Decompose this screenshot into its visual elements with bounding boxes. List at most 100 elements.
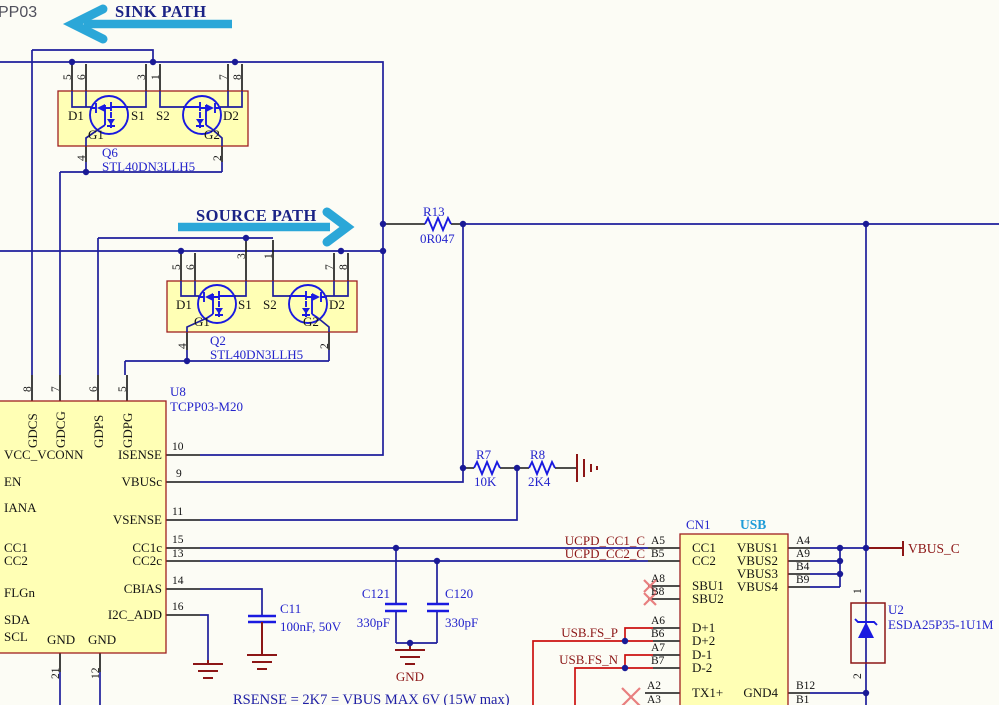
pin-stubs — [31, 64, 810, 694]
u8-vbusc-label: VBUSc — [122, 474, 163, 489]
u8-pin5-number: 5 — [117, 386, 129, 392]
q6-pin3-number: 3 — [136, 74, 148, 80]
u8-refdes: U8 — [170, 384, 186, 399]
q6-pin7-number: 7 — [218, 74, 230, 80]
c121-refdes: C121 — [362, 586, 390, 601]
q6-g1-label: G1 — [88, 127, 104, 142]
cn1-b4-number: B4 — [796, 561, 810, 573]
q2-pin8-number: 8 — [338, 264, 350, 270]
cn1-a7-number: A7 — [651, 642, 665, 654]
resistor-r8[interactable]: R8 2K4 — [528, 447, 556, 489]
u8-pin7-number: 7 — [50, 386, 62, 392]
ground-symbol-r8[interactable] — [576, 454, 598, 482]
u8-isense-label: ISENSE — [118, 447, 162, 462]
cn1-usb-tag: USB — [740, 517, 766, 532]
u2-part: ESDA25P35-1U1M — [888, 617, 994, 632]
u8-pin12-number: 12 — [90, 667, 102, 679]
transistor-q2[interactable]: Q2 STL40DN3LLH5 D1 S1 S2 D2 G1 G2 5 6 3 … — [166, 253, 358, 362]
q2-pin2-number: 2 — [319, 343, 331, 349]
q6-pin1-number: 1 — [150, 74, 162, 80]
q6-refdes: Q6 — [102, 145, 118, 160]
sink-arrow-head-icon — [62, 4, 108, 44]
ground-symbol-i2c[interactable] — [193, 660, 223, 679]
u8-pin11-number: 11 — [172, 506, 183, 518]
cn1-dm2-label: D-2 — [692, 660, 712, 675]
q2-pin4-number: 4 — [177, 343, 189, 349]
source-path-label: SOURCE PATH — [196, 206, 317, 225]
q6-pin8-number: 8 — [232, 74, 244, 80]
diode-u2[interactable]: U2 ESDA25P35-1U1M 1 2 — [850, 588, 994, 679]
cn1-body[interactable] — [679, 533, 789, 705]
resistor-r7[interactable]: R7 10K — [473, 447, 501, 489]
q2-d1-label: D1 — [176, 297, 192, 312]
u8-gdcs-label: GDCS — [25, 413, 40, 448]
u8-pin15-number: 15 — [172, 534, 184, 546]
q6-part: STL40DN3LLH5 — [102, 159, 195, 174]
ic-u8[interactable]: U8 TCPP03-M20 8 7 6 5 GDCS GDCG GDPS GDP… — [0, 384, 243, 679]
r8-value: 2K4 — [528, 474, 551, 489]
u2-body[interactable] — [850, 602, 886, 664]
ground-symbol-caps[interactable]: GND — [395, 643, 425, 684]
cn1-a2-number: A2 — [647, 680, 661, 692]
wire-net[interactable] — [0, 49, 999, 705]
cn1-b9-number: B9 — [796, 574, 810, 586]
net-label-ucpd-cc1[interactable]: UCPD_CC1_C — [565, 533, 645, 548]
r8-refdes: R8 — [530, 447, 545, 462]
q2-pin6-number: 6 — [185, 264, 197, 270]
port-vbus-c[interactable]: VBUS_C — [866, 541, 960, 556]
u8-iana-label: IANA — [4, 500, 37, 515]
net-label-ucpd-cc2[interactable]: UCPD_CC2_C — [565, 546, 645, 561]
cn1-b12-number: B12 — [796, 680, 815, 692]
u8-vcc-label: VCC_VCONN — [4, 447, 84, 462]
usb-data-wires[interactable] — [532, 627, 653, 705]
u8-scl-label: SCL — [4, 629, 28, 644]
q2-s1-label: S1 — [238, 297, 252, 312]
q2-pin5-number: 5 — [171, 264, 183, 270]
u8-pin8-number: 8 — [22, 386, 34, 392]
u8-gdpg-label: GDPG — [120, 413, 135, 448]
u8-pin9-number: 9 — [176, 468, 182, 480]
u8-gdcg-label: GDCG — [53, 411, 68, 448]
q2-pin1-number: 1 — [263, 253, 275, 259]
transistor-q6[interactable]: Q6 STL40DN3LLH5 D1 S1 S2 D2 G1 G2 5 6 3 … — [57, 74, 249, 174]
connector-cn1[interactable]: CN1 USB A5 B5 A8 B8 A6 B6 A7 B7 A2 A3 CC… — [647, 517, 815, 705]
u8-flgn-label: FLGn — [4, 585, 36, 600]
r7-value: 10K — [474, 474, 497, 489]
ground-symbol-c11[interactable] — [247, 622, 277, 670]
cn1-b1-number: B1 — [796, 694, 810, 705]
net-label-usb-fs-n[interactable]: USB.FS_N — [559, 652, 618, 667]
cn1-b6-number: B6 — [651, 628, 665, 640]
no-connect-x-icon — [621, 579, 657, 705]
r13-refdes: R13 — [423, 204, 445, 219]
cn1-refdes: CN1 — [686, 517, 711, 532]
u8-body[interactable] — [0, 400, 167, 654]
cn1-b7-number: B7 — [651, 655, 665, 667]
q6-s2-label: S2 — [156, 108, 170, 123]
junction-dots — [68, 58, 870, 697]
q6-pin2-number: 2 — [212, 155, 224, 161]
cn1-dp1-label: D+1 — [692, 620, 715, 635]
q2-part: STL40DN3LLH5 — [210, 347, 303, 362]
cn1-a3-number: A3 — [647, 694, 661, 705]
q2-g1-label: G1 — [194, 314, 210, 329]
net-label-usb-fs-p[interactable]: USB.FS_P — [561, 625, 618, 640]
u8-gdps-label: GDPS — [91, 415, 106, 448]
q6-g2-label: G2 — [204, 127, 220, 142]
gnd-net-label[interactable]: GND — [396, 669, 424, 684]
c11-value: 100nF, 50V — [280, 619, 342, 634]
cn1-cc1-label: CC1 — [692, 540, 716, 555]
corner-label: PP03 — [0, 4, 37, 21]
capacitor-c121[interactable]: C121 330pF — [357, 586, 407, 630]
sink-path-annotation[interactable]: SINK PATH — [62, 2, 232, 44]
source-path-annotation[interactable]: SOURCE PATH — [178, 206, 355, 247]
r13-value: 0R047 — [420, 231, 455, 246]
resistor-r13[interactable]: R13 0R047 — [420, 204, 455, 246]
capacitor-c120[interactable]: C120 330pF — [427, 586, 478, 630]
u2-refdes: U2 — [888, 602, 904, 617]
cn1-sbu1-label: SBU1 — [692, 578, 724, 593]
capacitor-c11[interactable]: C11 100nF, 50V — [248, 601, 342, 634]
cn1-a8-number: A8 — [651, 573, 665, 585]
u8-i2cadd-label: I2C_ADD — [108, 607, 162, 622]
u8-pin10-number: 10 — [172, 441, 184, 453]
